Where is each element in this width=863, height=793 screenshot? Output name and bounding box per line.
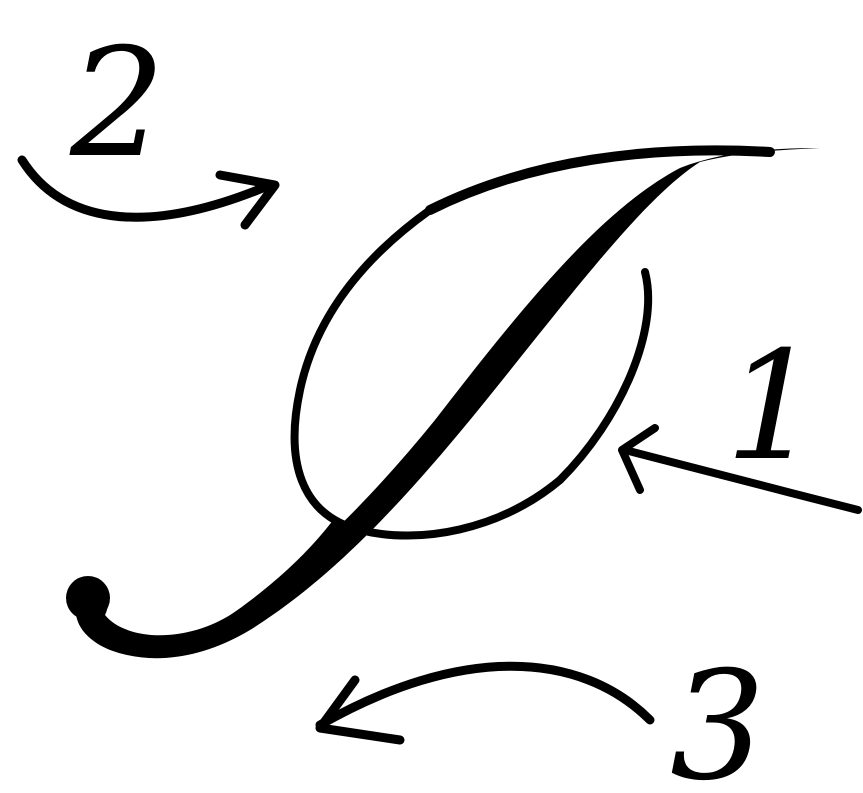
arrow-step-3 — [320, 666, 650, 740]
ball-terminal — [66, 576, 110, 620]
stroke-2-hairline — [430, 150, 770, 210]
arrow-3-shaft — [320, 666, 650, 725]
stroke-2-stem[interactable] — [76, 148, 820, 658]
step-label-3: 3 — [670, 640, 765, 793]
step-label-1: 1 — [725, 320, 820, 494]
step-label-2: 2 — [69, 17, 165, 191]
